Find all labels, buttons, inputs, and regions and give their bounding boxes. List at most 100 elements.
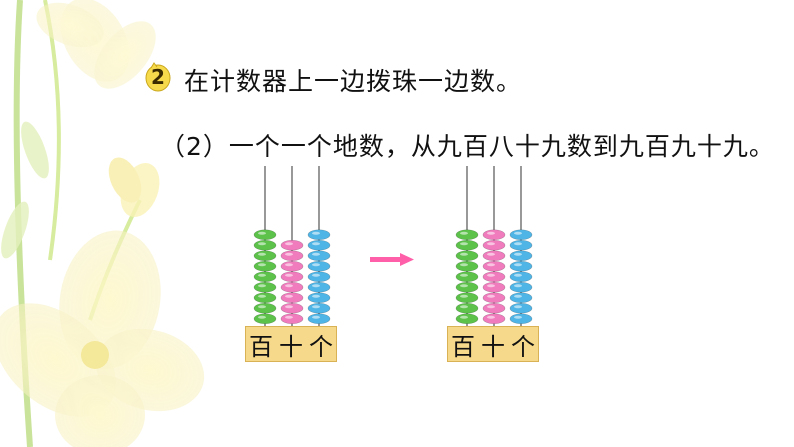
hundreds-bead-highlight (258, 315, 266, 319)
ones-bead-highlight (514, 242, 522, 246)
tens-bead (280, 302, 304, 314)
hundreds-bead (253, 229, 277, 241)
tens-bead-highlight (487, 263, 495, 267)
tens-bead-highlight (487, 231, 495, 235)
hundreds-bead (455, 281, 479, 293)
ones-bead-highlight (312, 315, 320, 319)
ones-bead (509, 281, 533, 293)
ones-bead-highlight (514, 263, 522, 267)
tens-bead (482, 229, 506, 241)
ones-bead (307, 281, 331, 293)
tens-bead-highlight (285, 242, 293, 246)
tens-bead (482, 292, 506, 304)
ones-bead-highlight (312, 273, 320, 277)
step-badge: 2 (145, 62, 171, 92)
label-ones: 个 (309, 332, 333, 361)
abacus-before-labels: 百 十 个 (245, 326, 337, 362)
tens-bead (482, 250, 506, 262)
ones-bead (307, 292, 331, 304)
ones-bead-highlight (312, 252, 320, 256)
hundreds-bead-highlight (258, 242, 266, 246)
hundreds-bead-highlight (258, 231, 266, 235)
hundreds-bead (253, 260, 277, 272)
ones-bead-highlight (312, 263, 320, 267)
ones-bead (509, 313, 533, 325)
badge-shape-icon (145, 62, 171, 92)
abacus-after-rods (455, 166, 533, 326)
tens-bead-highlight (285, 273, 293, 277)
hundreds-bead (455, 313, 479, 325)
hundreds-bead-highlight (258, 252, 266, 256)
tens-bead (280, 239, 304, 251)
label-tens: 十 (279, 332, 303, 361)
hundreds-bead (455, 229, 479, 241)
ones-bead-highlight (514, 315, 522, 319)
hundreds-bead-highlight (258, 284, 266, 288)
tens-bead-highlight (487, 273, 495, 277)
tens-bead (280, 292, 304, 304)
ones-bead (307, 271, 331, 283)
hundreds-bead (455, 271, 479, 283)
ones-bead-highlight (312, 284, 320, 288)
hundreds-bead (253, 292, 277, 304)
hundreds-bead (253, 313, 277, 325)
tens-bead-highlight (487, 315, 495, 319)
tens-bead (482, 313, 506, 325)
ones-bead-highlight (312, 305, 320, 309)
tens-bead (482, 260, 506, 272)
label-hundreds: 百 (451, 332, 475, 361)
ones-bead-highlight (312, 231, 320, 235)
hundreds-bead-highlight (258, 305, 266, 309)
ones-bead (307, 239, 331, 251)
tens-bead (482, 239, 506, 251)
ones-bead (307, 229, 331, 241)
step-number: 2 (151, 65, 165, 89)
tens-bead (280, 260, 304, 272)
ones-bead (307, 302, 331, 314)
abacus-after: 百 十 个 (447, 166, 539, 366)
hundreds-bead-highlight (460, 263, 468, 267)
tens-bead-highlight (487, 252, 495, 256)
ones-bead (509, 260, 533, 272)
label-ones: 个 (511, 332, 535, 361)
tens-bead (280, 281, 304, 293)
ones-bead (307, 313, 331, 325)
tens-bead-highlight (487, 305, 495, 309)
hundreds-bead-highlight (258, 294, 266, 298)
hundreds-bead-highlight (258, 273, 266, 277)
tens-bead (280, 313, 304, 325)
tens-bead-highlight (285, 284, 293, 288)
hundreds-bead-highlight (460, 305, 468, 309)
hundreds-bead (455, 302, 479, 314)
ones-bead-highlight (514, 273, 522, 277)
right-arrow-icon (370, 253, 414, 266)
hundreds-bead-highlight (258, 263, 266, 267)
tens-bead (280, 271, 304, 283)
ones-bead (509, 250, 533, 262)
label-tens: 十 (481, 332, 505, 361)
ones-bead (307, 250, 331, 262)
hundreds-bead-highlight (460, 284, 468, 288)
tens-bead-highlight (285, 315, 293, 319)
tens-bead (482, 271, 506, 283)
hundreds-bead (455, 250, 479, 262)
ones-bead-highlight (312, 294, 320, 298)
tens-bead (280, 250, 304, 262)
abacus-after-labels: 百 十 个 (447, 326, 539, 362)
hundreds-bead (253, 281, 277, 293)
hundreds-bead (455, 260, 479, 272)
abacus-before: 百 十 个 (245, 166, 337, 366)
ones-bead (509, 271, 533, 283)
tens-bead-highlight (487, 284, 495, 288)
ones-bead-highlight (514, 305, 522, 309)
ones-bead-highlight (514, 252, 522, 256)
hundreds-bead (455, 239, 479, 251)
hundreds-bead (253, 250, 277, 262)
hundreds-bead (253, 271, 277, 283)
tens-bead-highlight (285, 305, 293, 309)
hundreds-bead (455, 292, 479, 304)
tens-bead (482, 302, 506, 314)
hundreds-bead (253, 239, 277, 251)
tens-bead-highlight (487, 242, 495, 246)
